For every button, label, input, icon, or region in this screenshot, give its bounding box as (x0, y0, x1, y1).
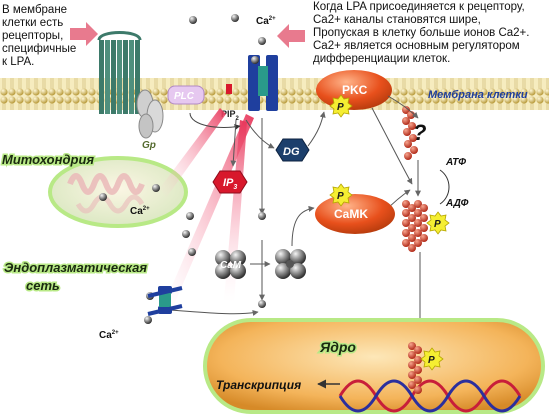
ca-ion-cyto-2 (186, 212, 194, 220)
plc-label: PLC (174, 91, 195, 102)
dg-molecule (275, 138, 310, 162)
er-calcium-channel (147, 286, 183, 316)
protein-phospho-label: P (434, 219, 441, 230)
gp-protein (136, 89, 164, 139)
target-protein-chain (402, 106, 418, 160)
mitochondrion (48, 156, 188, 228)
adp-label: АДФ (445, 198, 469, 209)
nucleus-label: Ядро (319, 339, 356, 355)
camk-phospho-label: P (337, 191, 344, 202)
ca-ion-cyto-4 (188, 248, 196, 256)
calmodulin-active (275, 249, 306, 279)
membrane-label: Мембрана клетки (428, 89, 528, 101)
channel-annotation: Когда LPA присоединяется к рецептору, Ca… (313, 1, 530, 65)
pip2-label: PIP2 (221, 109, 240, 122)
er-ca-label: Ca2+ (99, 330, 119, 341)
ip3-molecule (212, 170, 248, 194)
plc-enzyme (167, 85, 205, 105)
ip3-label: IP3 (223, 177, 237, 191)
transcription-factor (408, 342, 444, 394)
tf-phospho-label: P (428, 355, 435, 366)
gp-label: Gp (142, 140, 156, 151)
ca-ion-outside-2 (231, 14, 239, 22)
channel-ca-ion (258, 37, 266, 45)
ca-ion-cyto-1 (258, 212, 266, 220)
camk-phospho-badge (329, 183, 353, 207)
nucleus (203, 318, 545, 414)
dna-helix (338, 379, 522, 413)
ca-ion-cyto-6 (258, 300, 266, 308)
cam-label: CaM (220, 260, 242, 271)
camk-kinase (315, 194, 395, 234)
pkc-phospho-label: P (337, 102, 344, 113)
mito-ca-label: Ca2+ (130, 206, 150, 217)
ca-ion-cyto-7 (144, 316, 152, 324)
camk-label: CaMK (334, 207, 368, 221)
pip2-molecule (226, 84, 232, 94)
ca-ion-outside-1 (189, 16, 197, 24)
lpa-receptor (97, 31, 142, 114)
ca-ion-outside-3 (251, 56, 259, 64)
dg-label: DG (283, 146, 300, 158)
pkc-phospho-badge (329, 94, 353, 118)
pkc-label: PKC (342, 83, 368, 97)
unknown-marker: ? (413, 120, 426, 145)
er-label-line1: Эндоплазматическая (4, 260, 147, 275)
channel-ca-label: Ca2+ (256, 16, 276, 27)
receptor-pointer-arrow (70, 22, 98, 46)
receptor-annotation: В мембране клетки есть рецепторы, специф… (2, 4, 77, 68)
er-label-line2: сеть (26, 278, 60, 293)
ca-ion-cyto-3 (182, 230, 190, 238)
mitochondria-label: Митохондрия (2, 152, 94, 167)
transcription-label: Транскрипция (216, 378, 301, 392)
calmodulin-inactive (215, 250, 246, 279)
channel-pointer-arrow (277, 24, 305, 48)
atp-label: АТФ (445, 157, 466, 168)
calcium-channel (248, 55, 278, 111)
phosphorylated-protein (402, 200, 450, 252)
